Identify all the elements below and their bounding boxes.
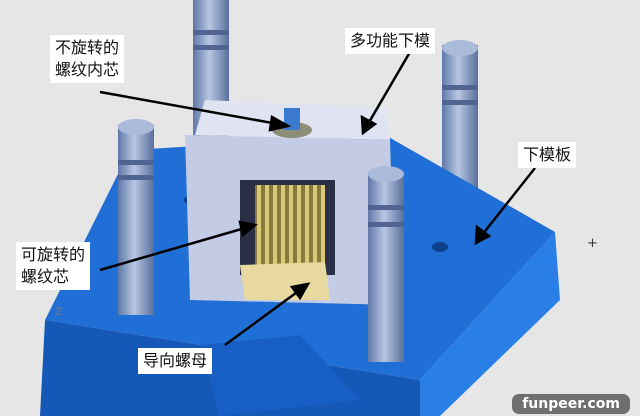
label-guide-nut: 导向螺母 (138, 348, 213, 374)
callout-arrows (99, 51, 536, 347)
watermark: funpeer.com (512, 394, 630, 414)
guide-pillar-front-right (368, 166, 404, 362)
label-line: 螺纹内芯 (55, 60, 120, 79)
label-line: 可旋转的 (21, 245, 86, 264)
multi-function-lower-mold (185, 100, 395, 305)
rotating-thread-core (255, 185, 325, 265)
label-multi-function-lower-mold: 多功能下模 (345, 28, 436, 54)
crosshair-cursor-icon: + (587, 236, 598, 251)
label-non-rotating-thread-core: 不旋转的 螺纹内芯 (50, 35, 125, 83)
guide-nut (240, 262, 330, 300)
label-lower-mold-plate: 下模板 (518, 142, 577, 168)
non-rotating-core (284, 108, 300, 130)
guide-pillar-front-left (118, 119, 154, 315)
label-line: 不旋转的 (55, 38, 120, 57)
label-rotating-thread-core: 可旋转的 螺纹芯 (16, 242, 91, 290)
label-line: 螺纹芯 (21, 267, 70, 286)
z-axis-label: Z (55, 305, 63, 318)
